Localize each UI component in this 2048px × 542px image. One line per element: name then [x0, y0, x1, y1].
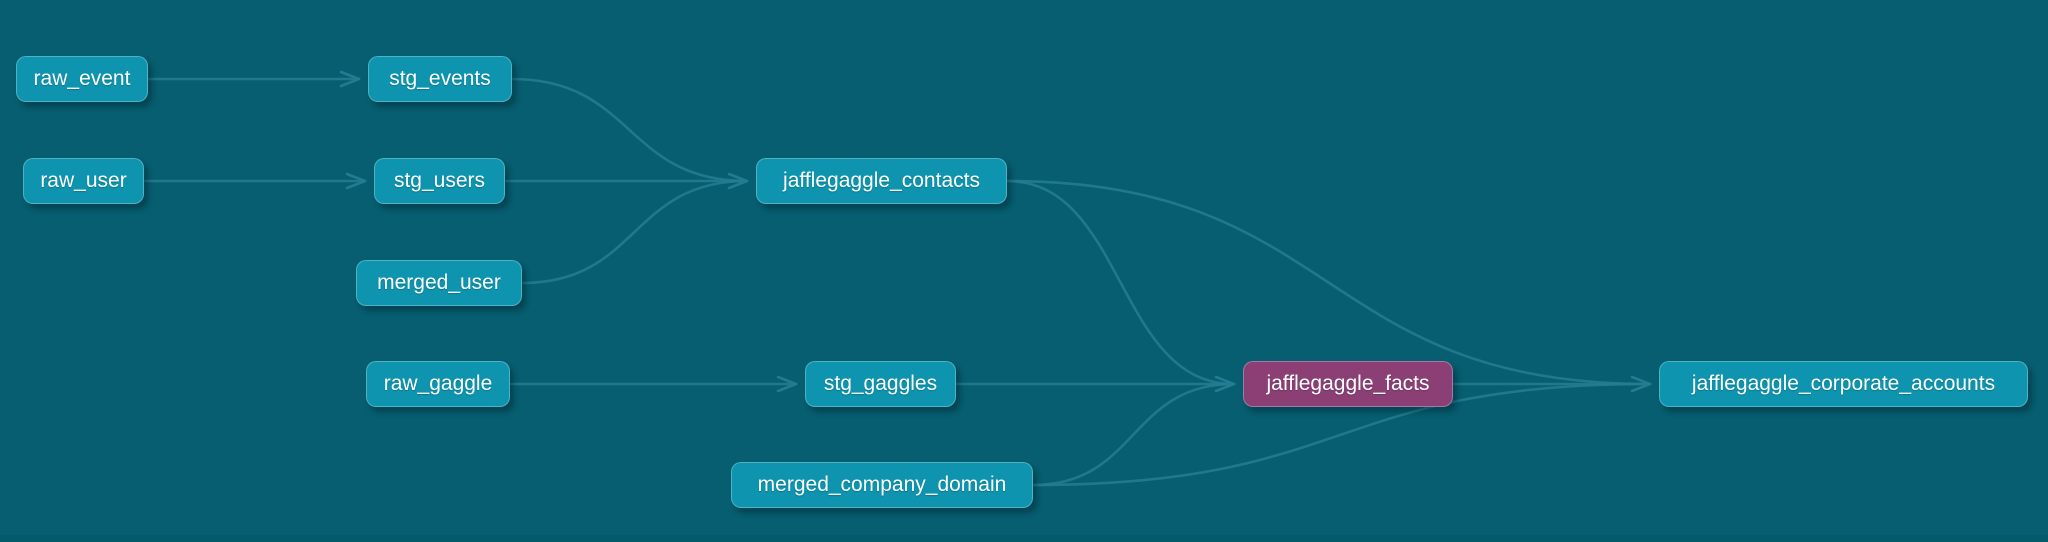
- edge-merged_user-to-jafflegaggle_contacts: [520, 179, 749, 285]
- node-label: merged_company_domain: [757, 473, 1007, 496]
- node-merged_company_domain[interactable]: merged_company_domain: [731, 462, 1033, 508]
- node-label: merged_user: [377, 271, 501, 294]
- node-label: stg_events: [389, 67, 491, 90]
- node-jafflegaggle_facts[interactable]: jafflegaggle_facts: [1243, 361, 1453, 407]
- node-label: stg_gaggles: [823, 372, 938, 395]
- node-label: raw_event: [33, 67, 131, 90]
- node-label: raw_user: [40, 169, 127, 192]
- node-merged_user[interactable]: merged_user: [356, 260, 522, 306]
- node-label: stg_users: [393, 169, 486, 192]
- node-label: jafflegaggle_contacts: [783, 169, 980, 192]
- arrowhead-into-stg_gaggles: [776, 375, 798, 393]
- arrowhead-into-stg_events: [339, 70, 361, 88]
- edge-merged_company_domain-to-jafflegaggle_facts: [1031, 382, 1236, 487]
- node-raw_gaggle[interactable]: raw_gaggle: [366, 361, 510, 407]
- edge-jafflegaggle_contacts-to-jafflegaggle_corporate_accounts: [1005, 179, 1652, 386]
- node-jafflegaggle_contacts[interactable]: jafflegaggle_contacts: [756, 158, 1007, 204]
- node-jafflegaggle_corporate_accounts[interactable]: jafflegaggle_corporate_accounts: [1659, 361, 2028, 407]
- node-raw_user[interactable]: raw_user: [23, 158, 144, 204]
- node-label: jafflegaggle_corporate_accounts: [1691, 372, 1996, 395]
- node-label: jafflegaggle_facts: [1266, 372, 1430, 395]
- node-stg_gaggles[interactable]: stg_gaggles: [805, 361, 956, 407]
- canvas-bottom-strip: [0, 535, 2048, 542]
- node-stg_events[interactable]: stg_events: [368, 56, 512, 102]
- node-raw_event[interactable]: raw_event: [16, 56, 148, 102]
- node-label: raw_gaggle: [383, 372, 493, 395]
- arrowhead-into-jafflegaggle_facts: [1214, 375, 1236, 393]
- arrowhead-into-jafflegaggle_contacts: [727, 172, 749, 190]
- arrowhead-into-stg_users: [345, 172, 367, 190]
- arrowhead-into-jafflegaggle_corporate_accounts: [1630, 375, 1652, 393]
- edge-stg_events-to-jafflegaggle_contacts: [510, 77, 749, 183]
- node-stg_users[interactable]: stg_users: [374, 158, 505, 204]
- edge-merged_company_domain-to-jafflegaggle_corporate_accounts: [1031, 382, 1652, 487]
- edge-jafflegaggle_contacts-to-jafflegaggle_facts: [1005, 179, 1236, 386]
